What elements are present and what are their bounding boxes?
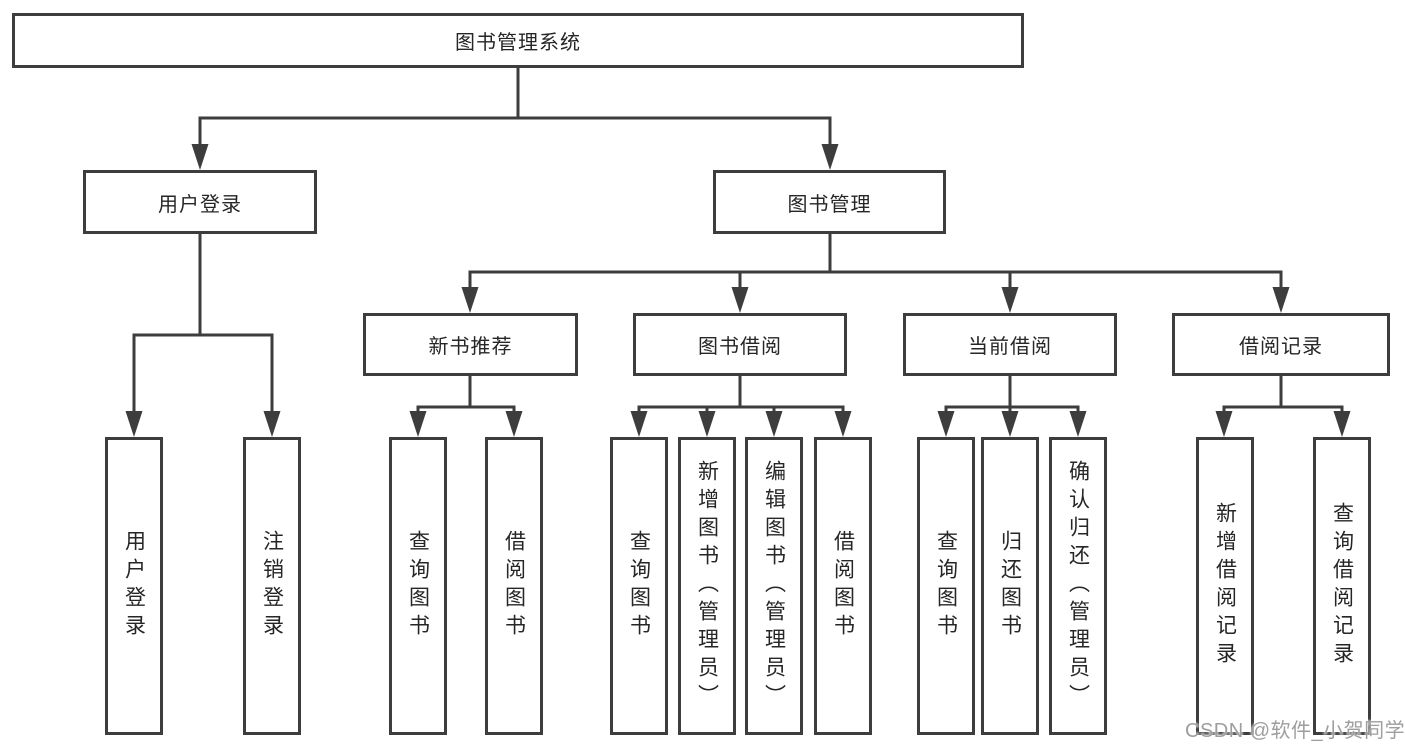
- leaf-query-books-current: 查询图书: [917, 437, 975, 735]
- connector-book-borrow-branch: [637, 376, 845, 415]
- node-book-management: 图书管理: [713, 170, 946, 234]
- leaf-user-login: 用户登录: [105, 437, 163, 735]
- leaf-logout: 注销登录: [243, 437, 301, 735]
- node-user-login: 用户登录: [83, 170, 317, 234]
- node-current-borrow: 当前借阅: [903, 313, 1117, 376]
- connector-root-to-level1: [198, 68, 832, 148]
- node-root-library-management-system: 图书管理系统: [12, 13, 1024, 68]
- connector-new-book-recommend-branch: [416, 376, 516, 415]
- leaf-query-borrow-record: 查询借阅记录: [1313, 437, 1371, 735]
- leaf-borrow-books-recommend: 借阅图书: [485, 437, 543, 735]
- node-borrow-record: 借阅记录: [1172, 313, 1390, 376]
- node-book-borrow: 图书借阅: [633, 313, 847, 376]
- arrowheads: [125, 144, 1351, 437]
- connector-user-login-branch: [132, 234, 274, 415]
- leaf-add-borrow-record: 新增借阅记录: [1196, 437, 1254, 735]
- connector-current-borrow-branch: [944, 376, 1080, 415]
- connector-book-management-to-level2: [468, 234, 1283, 291]
- csdn-watermark: CSDN @软件_小贺同学: [1185, 720, 1405, 742]
- leaf-query-books-recommend: 查询图书: [389, 437, 447, 735]
- connector-borrow-record-branch: [1222, 376, 1344, 415]
- leaf-edit-books-admin: 编辑图书（管理员）: [745, 437, 803, 735]
- leaf-confirm-return-admin: 确认归还（管理员）: [1049, 437, 1107, 735]
- node-new-book-recommend: 新书推荐: [363, 313, 578, 376]
- leaf-borrow-books: 借阅图书: [814, 437, 872, 735]
- leaf-add-books-admin: 新增图书（管理员）: [678, 437, 736, 735]
- leaf-query-books-borrow: 查询图书: [610, 437, 668, 735]
- leaf-return-books: 归还图书: [981, 437, 1039, 735]
